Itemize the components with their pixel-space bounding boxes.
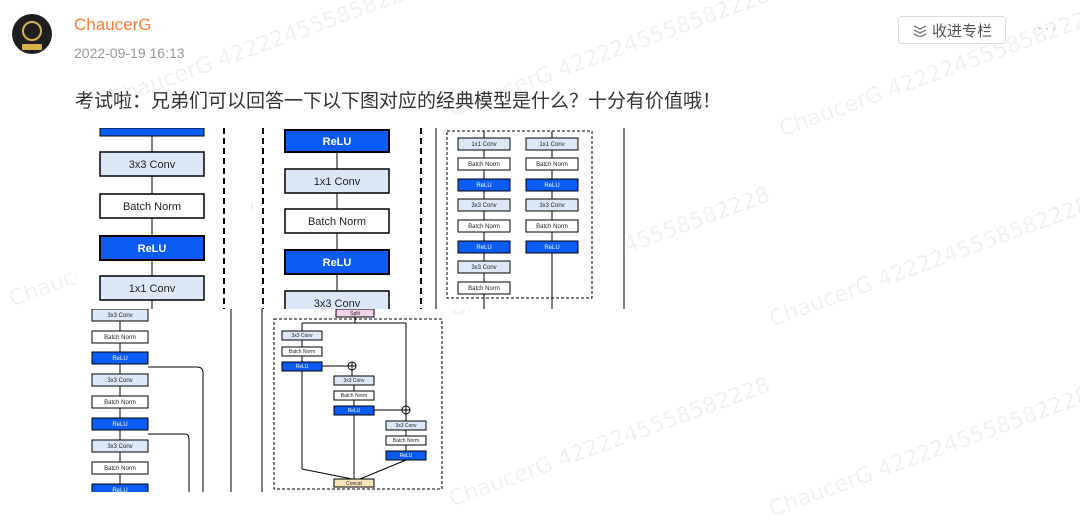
relu-label: ReLU: [112, 356, 127, 362]
conv-label: 3x3 Conv: [343, 378, 365, 384]
diagram-svg: 1x1 Conv Batch Norm ReLU 3x3 Conv Batch …: [435, 128, 625, 309]
diagram-svg: Split 3x3 Conv Batch Norm ReLU 3x3 Conv …: [261, 309, 443, 492]
watermark: ChaucerG 4222245558582228: [445, 372, 774, 513]
relu-label: ReLU: [400, 453, 413, 459]
collect-icon: [913, 25, 927, 37]
post-image[interactable]: ReLU 1x1 Conv Batch Norm ReLU 3x3 Conv: [253, 128, 430, 309]
post-image[interactable]: 3x3 Conv Batch Norm ReLU 3x3 Conv Batch …: [77, 309, 253, 492]
relu-label: ReLU: [323, 136, 352, 148]
post-image[interactable]: 3x3 Conv Batch Norm ReLU 1x1 Conv: [77, 128, 251, 309]
watermark: ChaucerG 4222245558582228: [765, 192, 1080, 333]
relu-label: ReLU: [296, 364, 309, 370]
conv-label: 3x3 Conv: [107, 444, 132, 450]
conv-label: 3x3 Conv: [471, 265, 496, 271]
conv-label: 3x3 Conv: [539, 203, 564, 209]
author-name[interactable]: ChaucerG: [74, 15, 152, 34]
diagram-svg: ReLU 1x1 Conv Batch Norm ReLU 3x3 Conv: [262, 128, 422, 309]
bn-label: Batch Norm: [341, 393, 367, 399]
conv-label: 3x3 Conv: [129, 159, 176, 171]
conv-label: 1x1 Conv: [314, 176, 361, 188]
bn-label: Batch Norm: [289, 349, 315, 355]
watermark: ChaucerG 4222245558582228: [765, 382, 1080, 522]
conv-label: 3x3 Conv: [471, 203, 496, 209]
split-label: Split: [350, 311, 360, 317]
bn-label: Batch Norm: [104, 466, 136, 472]
relu-label: ReLU: [544, 245, 559, 251]
avatar[interactable]: [12, 14, 52, 54]
post-text: 考试啦：兄弟们可以回答一下以下图对应的经典模型是什么？十分有价值哦！: [75, 91, 722, 112]
bn-label: Batch Norm: [104, 335, 136, 341]
conv-label: 3x3 Conv: [314, 298, 361, 309]
conv-label: 3x3 Conv: [107, 313, 132, 319]
bn-label: Batch Norm: [536, 224, 568, 230]
collect-to-column-button[interactable]: 收进专栏: [898, 16, 1006, 44]
relu-label: ReLU: [112, 488, 127, 492]
relu-label: ReLU: [323, 257, 352, 269]
concat-label: Concat: [346, 481, 362, 487]
diagram-svg: 3x3 Conv Batch Norm ReLU 3x3 Conv Batch …: [91, 309, 232, 492]
relu-label: ReLU: [112, 422, 127, 428]
diagram-svg: 3x3 Conv Batch Norm ReLU 1x1 Conv: [99, 128, 225, 309]
relu-label: ReLU: [476, 245, 491, 251]
bn-label: Batch Norm: [123, 201, 181, 213]
relu-label: ReLU: [476, 183, 491, 189]
relu-label: ReLU: [544, 183, 559, 189]
conv-label: 3x3 Conv: [107, 378, 132, 384]
bn-label: Batch Norm: [468, 224, 500, 230]
conv-label: 3x3 Conv: [291, 333, 313, 339]
bn-label: Batch Norm: [308, 216, 366, 228]
badge-icon: [22, 43, 42, 50]
bn-label: Batch Norm: [536, 162, 568, 168]
relu-label: ReLU: [138, 243, 167, 255]
conv-label: 1x1 Conv: [539, 142, 564, 148]
conv-label: 3x3 Conv: [395, 423, 417, 429]
bn-label: Batch Norm: [104, 400, 136, 406]
collect-label: 收进专栏: [931, 22, 992, 40]
bn-label: Batch Norm: [468, 286, 500, 292]
bn-label: Batch Norm: [468, 162, 500, 168]
relu-label: ReLU: [348, 408, 361, 414]
conv-label: 1x1 Conv: [129, 283, 176, 295]
bn-label: Batch Norm: [393, 438, 419, 444]
post-time: 2022-09-19 16:13: [74, 45, 185, 61]
conv-label: 1x1 Conv: [471, 142, 496, 148]
post-image[interactable]: Split 3x3 Conv Batch Norm ReLU 3x3 Conv …: [256, 309, 448, 492]
crest-icon: [22, 20, 42, 41]
post-image[interactable]: 1x1 Conv Batch Norm ReLU 3x3 Conv Batch …: [432, 128, 627, 309]
more-options-button[interactable]: ···: [1037, 20, 1059, 37]
